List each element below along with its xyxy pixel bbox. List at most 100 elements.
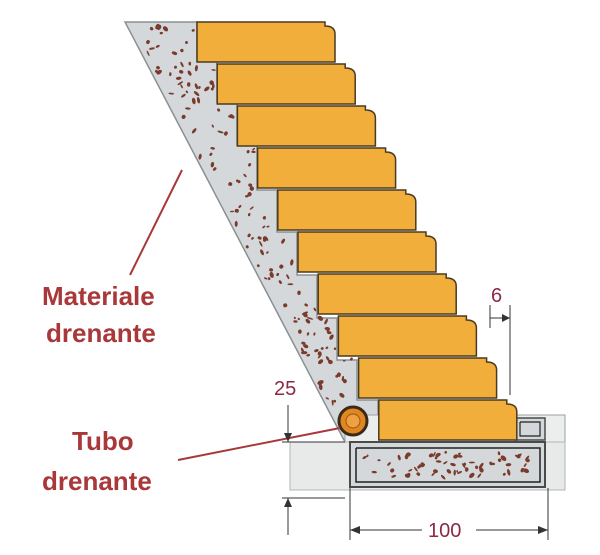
gravel-speck [301, 341, 306, 345]
gravel-speck [523, 463, 527, 467]
gravel-speck [514, 454, 521, 459]
gravel-speck [297, 317, 300, 321]
gravel-speck [306, 317, 314, 320]
gravel-speck [428, 453, 434, 458]
gravel-speck [211, 83, 215, 89]
gravel-speck [177, 81, 184, 86]
gravel-speck [247, 192, 252, 197]
gravel-speck [477, 473, 482, 478]
dim-100-arrow-left [350, 526, 360, 534]
gravel-speck [228, 115, 232, 118]
gravel-speck [256, 264, 260, 268]
gravel-speck [324, 326, 331, 331]
gravel-speck [435, 452, 441, 457]
gravel-speck [171, 51, 178, 56]
pipe-leader-line [177, 427, 341, 461]
dim-100-text: 100 [428, 520, 461, 542]
footing-specks [362, 450, 530, 480]
gravel-speck [279, 264, 284, 269]
gravel-speck [435, 460, 442, 463]
gravel-speck [413, 466, 418, 472]
gravel-speck [185, 90, 189, 94]
gravel-speck [185, 107, 191, 110]
stair-tread [277, 189, 417, 231]
stair-tread [236, 105, 377, 147]
dim-100-arrow-right [538, 526, 548, 534]
gravel-speck [269, 268, 274, 272]
gravel-speck [155, 69, 158, 73]
gravel-speck [489, 461, 493, 466]
gravel-speck [444, 450, 447, 454]
stair-tread [297, 231, 437, 273]
gravel-speck [169, 72, 172, 77]
gravel-speck [204, 86, 210, 92]
gravel-speck [453, 454, 459, 459]
gravel-speck [185, 41, 188, 44]
gravel-speck [497, 451, 501, 456]
gravel-speck [318, 383, 323, 391]
gravel-speck [342, 379, 347, 384]
gravel-speck [180, 61, 184, 68]
gravel-speck [502, 472, 506, 476]
gravel-speck [246, 150, 250, 154]
gravel-speck [525, 455, 530, 460]
gravel-speck [446, 469, 452, 474]
gravel-speck [325, 346, 329, 350]
gravel-speck [328, 359, 333, 365]
gravel-speck [269, 271, 274, 278]
gravel-speck [191, 29, 195, 32]
gravel-speck [174, 65, 177, 69]
gravel-speck [443, 461, 448, 465]
drainage-pipe-inner [345, 413, 361, 429]
gravel-speck [431, 472, 436, 476]
gravel-speck [248, 183, 253, 187]
dim-25-text: 25 [274, 378, 296, 400]
gravel-speck [390, 468, 395, 473]
gravel-speck [317, 315, 324, 321]
gravel-speck [238, 204, 242, 209]
gravel-speck [478, 462, 484, 469]
gravel-speck [156, 65, 160, 70]
gravel-speck [260, 249, 264, 256]
gravel-speck [461, 463, 466, 469]
gravel-speck [298, 329, 302, 334]
gravel-speck [211, 69, 216, 71]
gravel-speck [305, 318, 311, 324]
gravel-speck [286, 274, 290, 280]
gravel-speck [336, 372, 341, 377]
gravel-speck [317, 380, 324, 385]
gravel-speck [146, 39, 150, 45]
gravel-speck [281, 238, 286, 244]
gravel-speck [303, 344, 309, 349]
gravel-speck [181, 114, 186, 119]
gravel-speck [175, 76, 182, 80]
gravel-speck [387, 462, 391, 466]
material-label-line2: drenante [46, 318, 156, 348]
gravel-speck [187, 70, 192, 76]
gravel-speck [456, 470, 459, 473]
gravel-speck [297, 290, 301, 295]
gravel-speck [377, 459, 381, 462]
gravel-speck [314, 349, 319, 353]
gravel-speck [505, 463, 512, 467]
gravel-speck [440, 474, 446, 480]
gravel-speck [191, 128, 197, 134]
gravel-speck [287, 283, 294, 286]
gravel-speck [159, 31, 163, 35]
gravel-speck [257, 236, 262, 240]
gravel-speck [342, 359, 346, 362]
gravel-speck [497, 458, 502, 462]
dim-6-text: 6 [491, 285, 502, 307]
gravel-speck [262, 216, 267, 220]
gravel-speck [266, 225, 270, 228]
gravel-speck [320, 347, 324, 350]
gravel-speck [479, 467, 484, 473]
gravel-speck [162, 26, 169, 32]
gravel-speck [522, 468, 530, 474]
gravel-speck [228, 183, 232, 186]
gravel-speck [475, 465, 479, 470]
stair-tread [378, 399, 518, 441]
stair-tread [256, 147, 397, 189]
gravel-speck [262, 236, 268, 240]
material-leader-line [129, 169, 183, 276]
